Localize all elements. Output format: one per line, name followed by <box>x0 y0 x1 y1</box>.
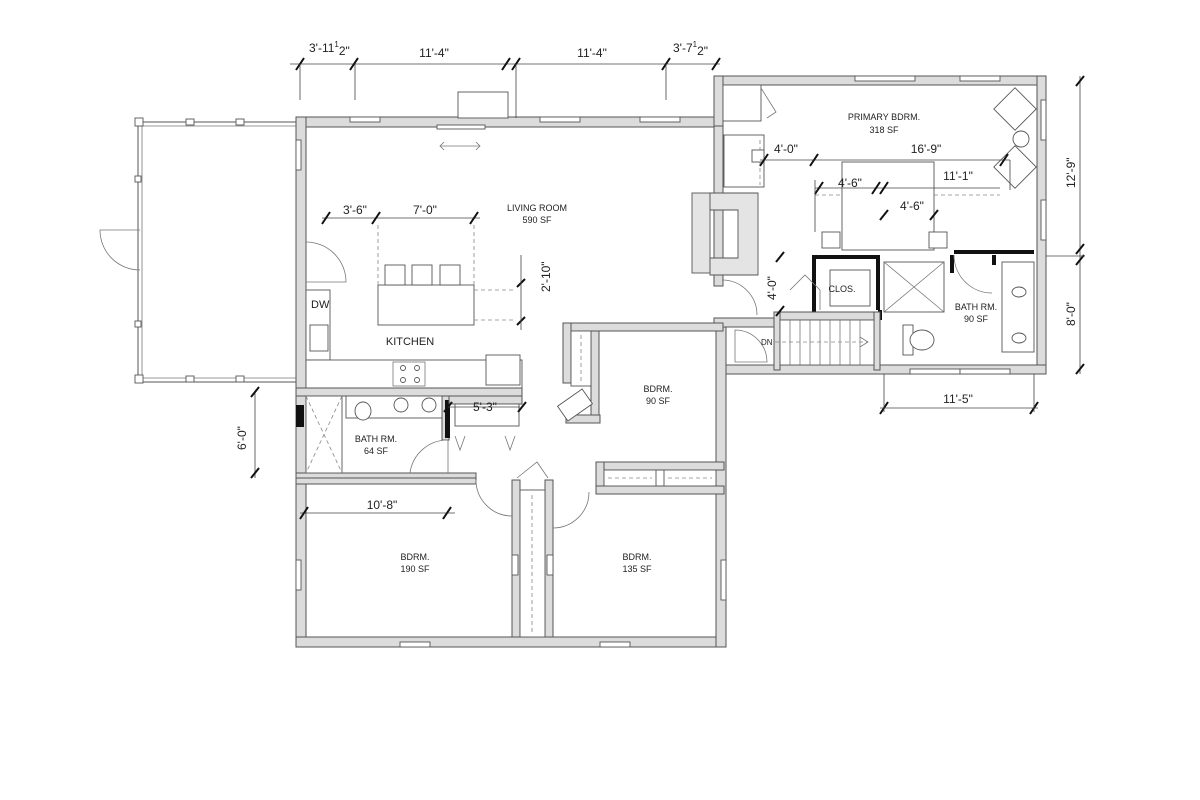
dim-hall: 5'-3" <box>473 400 497 414</box>
sink-icon <box>393 397 409 413</box>
dim-primary-b: 16'-9" <box>911 142 942 156</box>
closet-label: CLOS. <box>828 284 855 294</box>
living-room-area: 590 SF <box>522 215 552 225</box>
room-labels: LIVING ROOM 590 SF BDRM. 90 SF BDRM. 190… <box>400 112 920 574</box>
dim-right-top: 12'-9" <box>1064 157 1078 188</box>
bedroom-door-swing <box>475 479 513 517</box>
dim-wing-width: 11'-5" <box>943 392 973 406</box>
door-swing <box>721 279 758 316</box>
arrow-right-icon <box>859 336 869 348</box>
bedroom-area: 90 SF <box>646 396 671 406</box>
porch <box>99 117 296 384</box>
dim-top-4: 3'-712" <box>673 40 708 58</box>
dim-closet-depth: 4'-0" <box>765 276 779 300</box>
dimension-labels: 3'-1112" 11'-4" 11'-4" 3'-712" 3'-6" 7'-… <box>235 40 1078 512</box>
bedroom-label: BDRM. <box>644 384 673 394</box>
main-bath: BATH RM. 64 SF <box>296 395 516 474</box>
dim-primary-d: 11'-1" <box>943 169 973 183</box>
interior-walls <box>295 322 725 638</box>
dim-kitchen-a: 3'-6" <box>343 203 367 217</box>
living-room-label: LIVING ROOM <box>507 203 567 213</box>
stove-burner-icon <box>400 365 406 371</box>
door-swings <box>409 439 590 529</box>
bedroom-area: 190 SF <box>400 564 430 574</box>
stair <box>779 319 875 366</box>
bath-label: BATH RM. <box>355 434 397 444</box>
hall-door <box>516 461 549 479</box>
kitchen: DW KITCHEN <box>305 225 523 389</box>
windows <box>295 75 1047 648</box>
bath-label: BATH RM. <box>955 302 997 312</box>
primary-bedroom-label: PRIMARY BDRM. <box>848 112 920 122</box>
toilet-icon <box>354 401 372 421</box>
primary-wing: CLOS. BATH RM. 90 SF DN <box>722 84 1037 371</box>
dim-top-3: 11'-4" <box>577 46 607 60</box>
kitchen-label: KITCHEN <box>386 336 434 348</box>
toilet-icon <box>909 329 935 351</box>
primary-bedroom-area: 318 SF <box>869 125 899 135</box>
sink-icon <box>421 397 437 413</box>
kitchen-door-swing <box>305 241 347 283</box>
bed <box>841 161 935 251</box>
dim-right-bottom: 8'-0" <box>1064 302 1078 326</box>
sink-icon <box>309 324 329 352</box>
porch-door-swing <box>99 229 141 271</box>
dishwasher-label: DW <box>311 299 330 311</box>
bedroom-label: BDRM. <box>401 552 430 562</box>
bedroom-door-swing <box>552 491 590 529</box>
bedroom-area: 135 SF <box>622 564 652 574</box>
dim-kitchen-b: 7'-0" <box>413 203 437 217</box>
dim-primary-a: 4'-0" <box>774 142 798 156</box>
stair-label: DN <box>761 338 773 347</box>
dim-top-1: 3'-1112" <box>309 40 350 58</box>
bath-area: 64 SF <box>364 446 389 456</box>
bath-door-swing <box>409 439 449 474</box>
dim-top-2: 11'-4" <box>419 46 449 60</box>
dim-left-side: 6'-0" <box>235 426 249 450</box>
dim-primary-e: 4'-6" <box>900 199 924 213</box>
kitchen-island <box>377 284 475 326</box>
fireplace <box>691 192 759 316</box>
dim-island: 2'-10" <box>539 261 553 292</box>
dimension-lines <box>250 57 1085 520</box>
dim-primary-c: 4'-6" <box>838 176 862 190</box>
dim-bedroom-width: 10'-8" <box>367 498 398 512</box>
bath-area: 90 SF <box>964 314 989 324</box>
bedroom-label: BDRM. <box>623 552 652 562</box>
